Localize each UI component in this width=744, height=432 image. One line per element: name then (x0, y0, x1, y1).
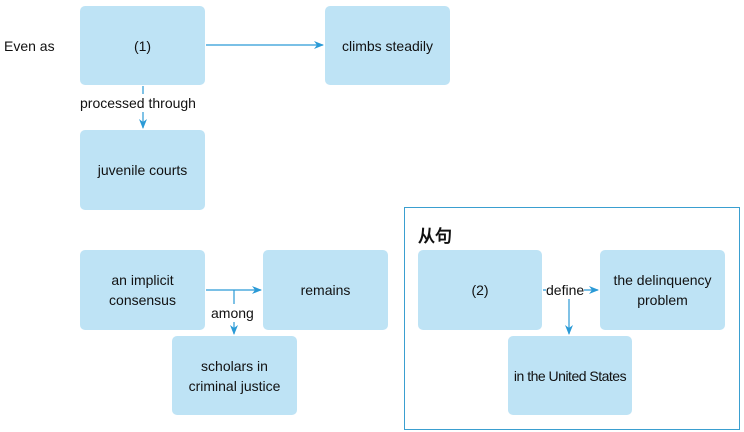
node-remains: remains (263, 250, 388, 330)
node-united-states: in the United States (508, 336, 632, 415)
prefix-label: Even as (4, 38, 55, 54)
clause-frame-title: 从句 (418, 227, 452, 247)
edge-label-processed-through: processed through (80, 94, 196, 112)
node-delinquency-problem: the delinquency problem (600, 250, 725, 330)
node-2: (2) (418, 250, 542, 330)
edge-label-define: define (546, 281, 585, 299)
node-1: (1) (80, 6, 205, 85)
clause-frame (404, 207, 740, 430)
node-climbs-steadily: climbs steadily (325, 6, 450, 85)
node-scholars: scholars in criminal justice (172, 336, 297, 415)
node-implicit-consensus: an implicit consensus (80, 250, 205, 330)
node-juvenile-courts: juvenile courts (80, 130, 205, 210)
edge-label-among: among (211, 304, 254, 322)
